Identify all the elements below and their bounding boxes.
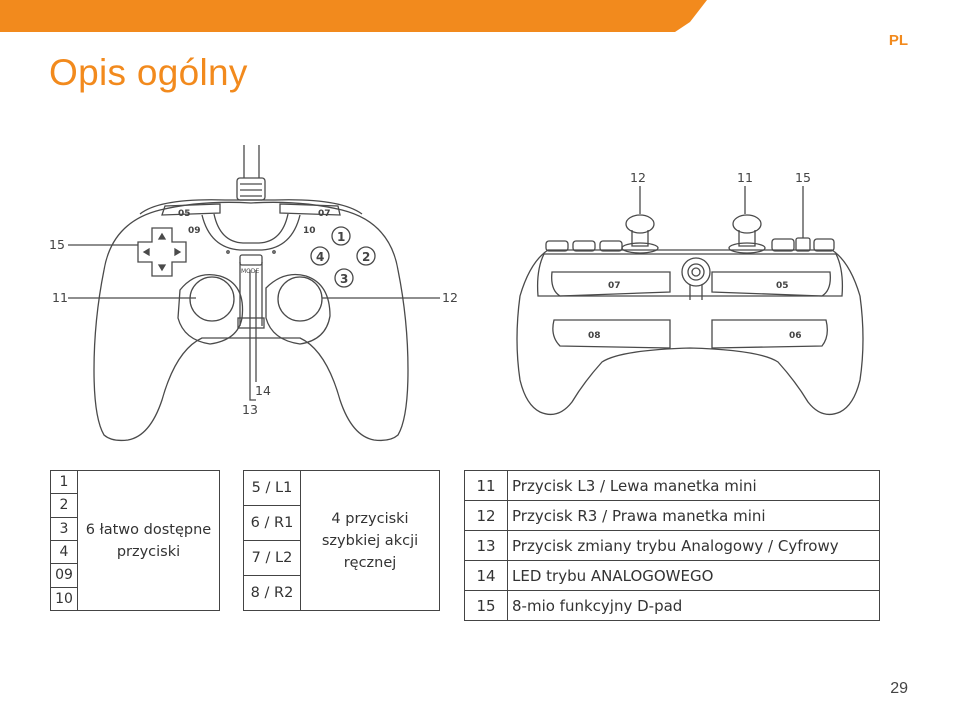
table-row: 8 / R2 xyxy=(243,575,440,611)
front-btn-05-label: 05 xyxy=(178,209,191,219)
top-btn-06-label: 06 xyxy=(789,331,802,341)
table-cell-number: 2 xyxy=(50,493,78,518)
front-btn-07-label: 07 xyxy=(318,209,331,219)
top-callout-11: 11 xyxy=(737,170,753,185)
table-row: 1 6 łatwo dostępne przyciski xyxy=(50,469,220,611)
table-cell-number: 09 xyxy=(50,563,78,588)
table-cell-number: 10 xyxy=(50,586,78,612)
front-callout-13: 13 xyxy=(242,402,258,417)
table-row: 14 LED trybu ANALOGOWEGO xyxy=(464,560,880,591)
table-cell-text: 8-mio funkcyjny D-pad xyxy=(507,590,880,621)
table-cell-number: 3 xyxy=(50,516,78,541)
mode-label: MODE xyxy=(241,268,260,275)
table-row: 11 Przycisk L3 / Lewa manetka mini xyxy=(464,470,880,501)
front-btn-4-label: 4 xyxy=(316,250,324,264)
language-label: PL xyxy=(888,32,908,49)
top-callout-15: 15 xyxy=(795,170,811,185)
controller-top-view xyxy=(516,186,864,416)
table-row: 10 xyxy=(50,586,220,612)
table-cell-number: 14 xyxy=(464,560,508,591)
top-callout-12: 12 xyxy=(630,170,646,185)
table-quick-action-buttons: 5 / L1 4 przyciski szybkiej akcji ręczne… xyxy=(243,470,440,611)
table-easy-buttons: 1 6 łatwo dostępne przyciski 2 3 4 09 10 xyxy=(50,469,220,612)
front-btn-1-label: 1 xyxy=(337,230,345,244)
table-cell-number: 11 xyxy=(464,470,508,501)
table-cell-number: 13 xyxy=(464,530,508,561)
front-btn-3-label: 3 xyxy=(340,272,348,286)
table-functions: 11 Przycisk L3 / Lewa manetka mini 12 Pr… xyxy=(464,470,880,621)
table-cell-text: Przycisk zmiany trybu Analogowy / Cyfrow… xyxy=(507,530,880,561)
front-callout-12: 12 xyxy=(442,290,458,305)
table-cell-number: 7 / L2 xyxy=(243,540,301,576)
front-btn-2-label: 2 xyxy=(362,250,370,264)
top-btn-08-label: 08 xyxy=(588,331,601,341)
front-callout-15: 15 xyxy=(49,237,65,252)
table-row: 09 xyxy=(50,563,220,588)
table-cell-text: LED trybu ANALOGOWEGO xyxy=(507,560,880,591)
table-cell-number: 15 xyxy=(464,590,508,621)
page-title: Opis ogólny xyxy=(49,52,248,93)
table-row: 4 xyxy=(50,539,220,565)
table-row: 5 / L1 4 przyciski szybkiej akcji ręczne… xyxy=(243,470,440,611)
page-number: 29 xyxy=(890,680,908,697)
table-row: 7 / L2 xyxy=(243,540,440,576)
front-callout-14: 14 xyxy=(255,383,271,398)
table-row: 12 Przycisk R3 / Prawa manetka mini xyxy=(464,500,880,531)
table-row: 13 Przycisk zmiany trybu Analogowy / Cyf… xyxy=(464,530,880,561)
front-btn-10-label: 10 xyxy=(303,226,316,236)
front-callout-11: 11 xyxy=(52,290,68,305)
table-cell-number: 12 xyxy=(464,500,508,531)
controller-front-view xyxy=(68,145,440,442)
front-btn-09-label: 09 xyxy=(188,226,201,236)
table-row: 15 8-mio funkcyjny D-pad xyxy=(464,590,880,621)
table-cell-number: 4 xyxy=(50,539,78,565)
controller-diagram: 05 07 09 10 1 2 3 4 MODE 15 11 12 14 13 … xyxy=(49,145,864,442)
table-cell-number: 5 / L1 xyxy=(243,470,301,506)
table-cell-text: Przycisk R3 / Prawa manetka mini xyxy=(507,500,880,531)
table-cell-number: 8 / R2 xyxy=(243,575,301,611)
table-row: 6 / R1 xyxy=(243,505,440,541)
table-cell-number: 1 xyxy=(50,469,78,495)
table-cell-text: Przycisk L3 / Lewa manetka mini xyxy=(507,470,880,501)
top-btn-07-label: 07 xyxy=(608,281,621,291)
top-btn-05-label: 05 xyxy=(776,281,789,291)
table-cell-number: 6 / R1 xyxy=(243,505,301,541)
header-bar xyxy=(0,0,707,32)
table-cell-description: 4 przyciski szybkiej akcji ręcznej xyxy=(300,470,440,611)
table-row: 2 xyxy=(50,493,220,518)
table-row: 3 xyxy=(50,516,220,541)
table-cell-description: 6 łatwo dostępne przyciski xyxy=(77,470,220,611)
